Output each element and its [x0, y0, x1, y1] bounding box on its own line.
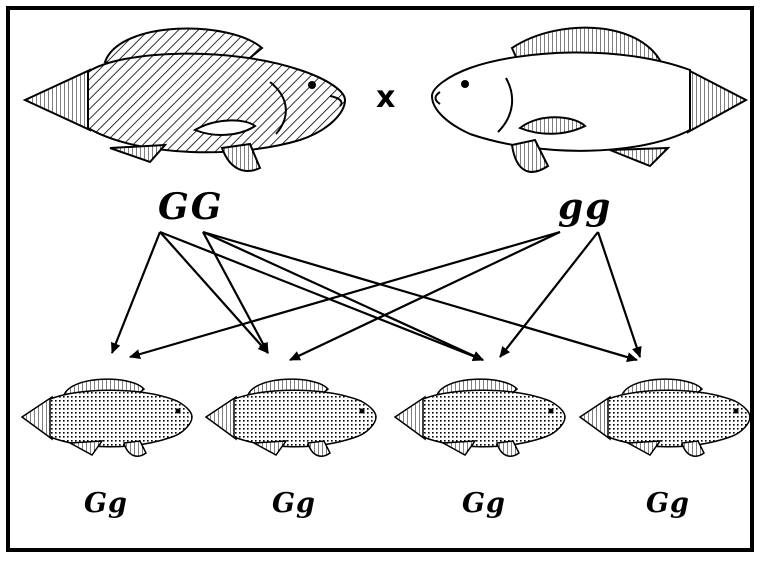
arrow-G2-to-offspring-2 [202, 231, 269, 354]
offspring-fish-2 [204, 378, 377, 457]
offspring-genotype-2: Gg [272, 488, 316, 519]
arrow-g1-to-offspring-1 [129, 230, 561, 360]
cross-symbol: x [376, 80, 396, 115]
arrow-G1-to-offspring-1 [110, 231, 162, 354]
arrow-G1-to-offspring-2 [159, 231, 269, 354]
offspring-fish-3 [393, 378, 566, 457]
parent-fish-gg-dominant [22, 27, 347, 172]
parent-genotype-right: gg [558, 186, 613, 228]
offspring-genotype-4: Gg [646, 488, 690, 519]
arrow-G2-to-offspring-4 [202, 230, 638, 362]
arrow-G1-to-offspring-3 [159, 230, 484, 362]
parent-genotype-left: GG [158, 186, 224, 228]
offspring-genotype-3: Gg [462, 488, 506, 519]
offspring-fish-4 [578, 378, 751, 457]
parent-fish-gg-recessive [430, 26, 749, 173]
arrow-g1-to-offspring-2 [289, 231, 561, 361]
arrow-g2-to-offspring-4 [596, 231, 642, 358]
offspring-genotype-1: Gg [84, 488, 128, 519]
offspring-fish-1 [20, 378, 193, 457]
inheritance-arrows [110, 230, 642, 362]
diagram-border [6, 6, 754, 552]
arrow-g2-to-offspring-3 [499, 231, 599, 358]
